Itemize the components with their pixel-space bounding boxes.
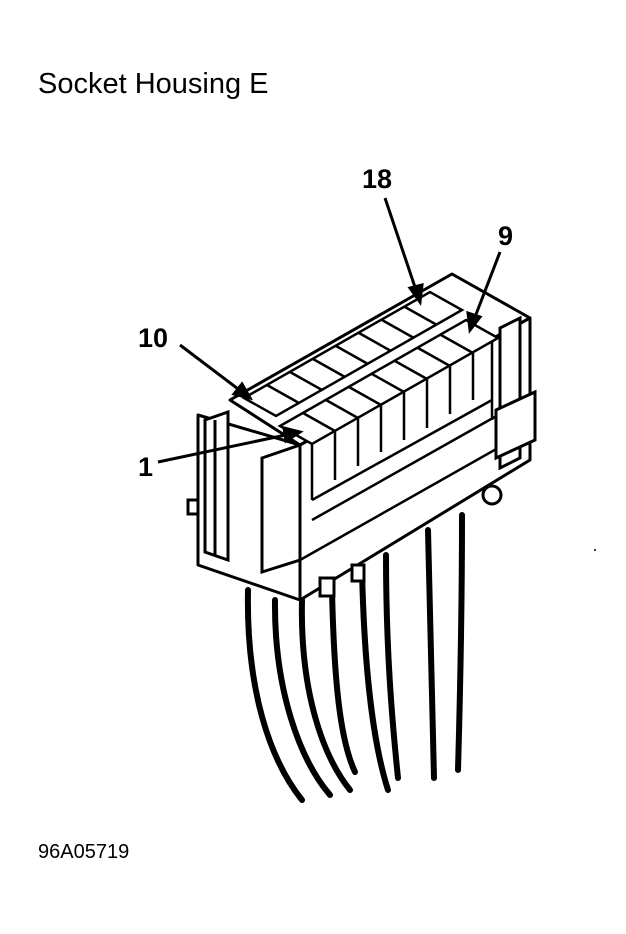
lug [350,563,366,583]
housing-body [196,272,532,602]
right-latch [494,389,537,461]
lug [318,576,336,598]
wire [244,587,305,803]
callout-leaders [157,197,502,464]
wire [298,597,353,793]
wire [425,527,437,781]
wire-bundle [244,512,465,803]
wire [383,552,401,781]
speck [594,549,596,551]
callout-label-18: 18 [362,164,392,194]
mounting-peg [481,484,503,506]
callout-label-9: 9 [498,221,513,251]
top-pin-cavities [241,290,501,446]
callout-label-10: 10 [138,323,168,353]
wire [271,597,333,798]
wire [329,587,358,775]
figure-id: 96A05719 [38,841,130,863]
wire [359,567,391,793]
callout-label-1: 1 [138,452,153,482]
lug [186,498,200,516]
wire [455,512,465,773]
front-terminal-ribs [299,342,531,562]
end-caps [186,315,537,598]
left-latch [260,442,302,575]
diagram-title: Socket Housing E [38,68,269,100]
